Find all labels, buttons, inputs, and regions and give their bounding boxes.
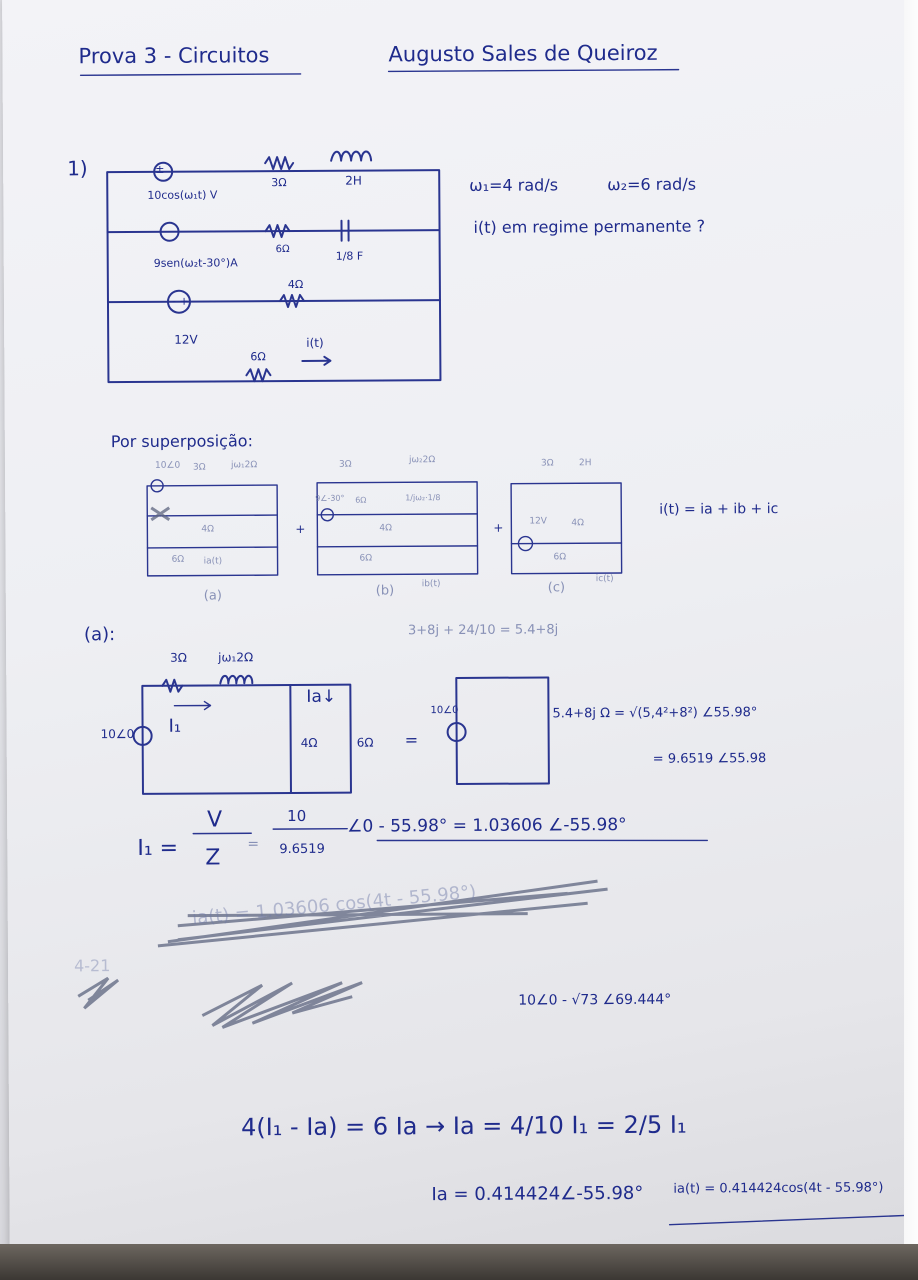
a-src: 10∠0 bbox=[154, 460, 181, 471]
c-cur: ic(t) bbox=[595, 574, 614, 585]
b-src: 9∠-30° bbox=[315, 493, 345, 503]
sub-circuit-b bbox=[316, 481, 479, 576]
part-a-ia: Ia↓ bbox=[306, 686, 337, 707]
question-number: 1) bbox=[67, 156, 88, 181]
source3-label: 12V bbox=[174, 332, 198, 347]
part-a-i1: I₁ bbox=[168, 715, 182, 737]
l1-label: 2H bbox=[345, 173, 362, 188]
c-src: 12V bbox=[529, 516, 547, 527]
c-r6: 6Ω bbox=[553, 552, 567, 563]
b-r6: 6Ω bbox=[355, 495, 367, 505]
sub-circuit-c bbox=[510, 482, 623, 575]
source2-label: 9sen(ω₂t-30°)A bbox=[153, 256, 238, 270]
main-circuit bbox=[106, 150, 442, 384]
fraction-v: V bbox=[207, 807, 223, 833]
ia-time-domain: ia(t) = 0.414424cos(4t - 55.98°) bbox=[673, 1180, 884, 1197]
a-l: jω₁2Ω bbox=[230, 460, 258, 471]
c-l: 2H bbox=[578, 458, 592, 469]
omega-1: ω₁=4 rad/s bbox=[469, 175, 559, 195]
impedance-calc: 3+8j + 24/10 = 5.4+8j bbox=[407, 622, 559, 639]
adjacent-sheet-edge bbox=[904, 0, 918, 1280]
current-label: i(t) bbox=[306, 335, 324, 350]
source1-symbol: ± bbox=[155, 162, 165, 176]
b-l: jω₂2Ω bbox=[408, 455, 436, 466]
part-a-src: 10∠0 bbox=[100, 726, 135, 742]
margin-note: 4-21 bbox=[73, 956, 111, 976]
r3-label: 4Ω bbox=[287, 277, 304, 292]
part-a-r: 3Ω bbox=[170, 650, 188, 665]
b-c: 1/jω₂·1/8 bbox=[405, 493, 441, 503]
a-label: (a) bbox=[203, 588, 222, 604]
c-r4: 4Ω bbox=[571, 518, 584, 529]
part-a-eq: = bbox=[404, 730, 419, 750]
fraction-z: Z bbox=[205, 845, 221, 871]
part-a-circuit bbox=[132, 674, 550, 795]
source1-label: 10cos(ω₁t) V bbox=[147, 188, 218, 202]
current-divider-equation: 4(I₁ - Ia) = 6 Ia → Ia = 4/10 I₁ = 2/5 I… bbox=[240, 1110, 687, 1142]
part-a-l: jω₁2Ω bbox=[218, 650, 254, 665]
floor-background bbox=[0, 1244, 918, 1280]
c-r: 3Ω bbox=[540, 458, 554, 469]
fraction-den: 9.6519 bbox=[279, 841, 325, 858]
a-r6: 6Ω bbox=[171, 554, 185, 565]
z-line-2: = 9.6519 ∠55.98 bbox=[652, 751, 767, 767]
c-label: (c) bbox=[547, 580, 566, 596]
fraction-num: 10 bbox=[287, 806, 307, 826]
plus-1: + bbox=[295, 521, 306, 536]
author-name: Augusto Sales de Queiroz bbox=[388, 40, 658, 67]
crossed-out-scribbles bbox=[77, 879, 608, 1029]
part-a-label: (a): bbox=[83, 624, 116, 646]
i1-formula-lhs: I₁ = bbox=[137, 835, 179, 861]
b-r6b: 6Ω bbox=[359, 553, 373, 564]
part-a-r6: 6Ω bbox=[356, 735, 374, 750]
eq-2: = bbox=[247, 836, 260, 853]
exam-title: Prova 3 - Circuitos bbox=[78, 43, 270, 69]
sub-circuit-a bbox=[146, 479, 279, 577]
part-a-src2: 10∠0 bbox=[430, 704, 459, 717]
b-r: 3Ω bbox=[338, 459, 352, 470]
a-r4: 4Ω bbox=[201, 524, 215, 535]
z-line-1: 5.4+8j Ω = √(5,4²+8²) ∠55.98° bbox=[552, 705, 758, 722]
b-r4: 4Ω bbox=[379, 523, 393, 534]
plus-2: + bbox=[493, 520, 504, 535]
c1-label: 1/8 F bbox=[335, 249, 364, 263]
a-r: 3Ω bbox=[192, 462, 206, 473]
r1-label: 3Ω bbox=[271, 176, 287, 190]
b-label: (b) bbox=[375, 583, 395, 599]
b-cur: ib(t) bbox=[421, 579, 441, 590]
a-cur: ia(t) bbox=[203, 556, 223, 567]
phasor-note: 10∠0 - √73 ∠69.444° bbox=[518, 991, 672, 1009]
current-sum: i(t) = ia + ib + ic bbox=[659, 501, 779, 518]
question-prompt: i(t) em regime permanente ? bbox=[473, 216, 706, 237]
r4-label: 6Ω bbox=[250, 350, 266, 364]
superposition-heading: Por superposição: bbox=[110, 431, 253, 452]
r2-label: 6Ω bbox=[275, 244, 290, 256]
part-a-r4: 4Ω bbox=[300, 735, 318, 750]
omega-2: ω₂=6 rad/s bbox=[607, 174, 697, 195]
ia-value: Ia = 0.414424∠-55.98° bbox=[431, 1182, 644, 1206]
i1-result: ∠0 - 55.98° = 1.03606 ∠-55.98° bbox=[347, 814, 627, 837]
source3-symbol: - + bbox=[171, 294, 189, 308]
